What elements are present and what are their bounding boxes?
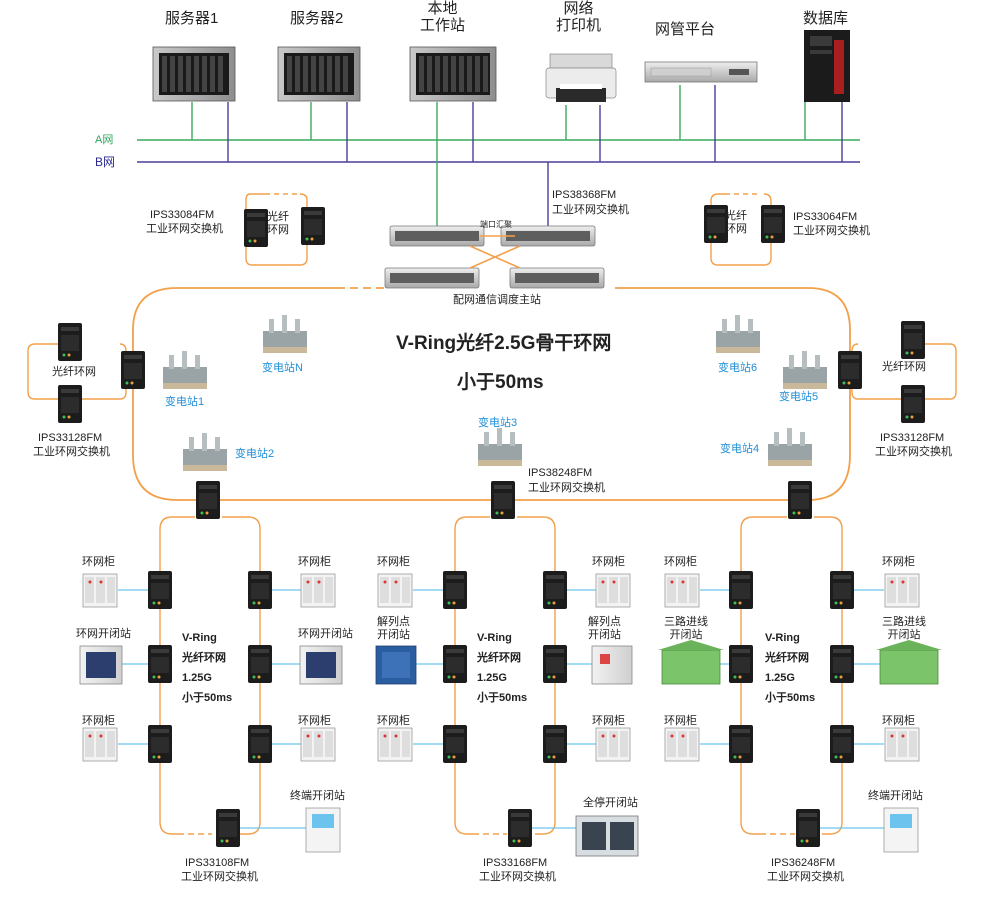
fiber-ring-right-model: IPS33128FM [880, 432, 945, 444]
sr1-ring-line-3: 1.25G [182, 672, 212, 684]
fiber-ring-left-model: IPS33128FM [38, 432, 103, 444]
sr2-ring-line-1: V-Ring [477, 632, 512, 644]
nms-label: 网管平台 [655, 21, 716, 38]
sr1-model: IPS33108FM [185, 857, 250, 869]
sr2-left-1: 环网柜 [377, 556, 410, 568]
fiber-ring-right [838, 321, 957, 423]
sr1-right-3: 环网柜 [298, 715, 331, 727]
sr2-desc: 工业环网交换机 [479, 871, 556, 883]
backbone-subtitle: 小于50ms [457, 372, 544, 393]
sr1-ring-line-1: V-Ring [182, 632, 217, 644]
workstation-label: 本地 工作站 [420, 0, 466, 34]
ring-switch-model: IPS38248FM [528, 467, 593, 479]
sr3-left-1: 环网柜 [664, 556, 697, 568]
sr3-left-2: 三路进线 开闭站 [664, 616, 708, 641]
subring-2 [375, 516, 639, 857]
workstation-icon [409, 46, 497, 102]
core-switch-desc: 工业环网交换机 [552, 204, 629, 216]
sr3-ring-line-3: 1.25G [765, 672, 795, 684]
fiber-ring-right-label: 光纤环网 [882, 361, 926, 373]
port-aggregation-label: 端口汇聚 [480, 220, 512, 229]
sr1-left-2: 环网开闭站 [76, 628, 131, 640]
backbone-title: V-Ring光纤2.5G骨干环网 [396, 333, 612, 354]
sr1-ring-line-4: 小于50ms [182, 692, 233, 704]
sr3-ring-line-4: 小于50ms [765, 692, 816, 704]
fiber-ring-tl-desc: 工业环网交换机 [146, 223, 223, 235]
server-2-label: 服务器2 [290, 10, 344, 27]
sr3-desc: 工业环网交换机 [767, 871, 844, 883]
sr3-right-2: 三路进线 开闭站 [882, 616, 926, 641]
sr3-ring-line-2: 光纤环网 [765, 652, 809, 664]
rack-server-icon [644, 61, 758, 83]
substation-4-label: 变电站4 [720, 443, 760, 455]
subring-1 [79, 516, 343, 853]
fiber-ring-tl [244, 193, 325, 266]
sr2-ring-line-4: 小于50ms [477, 692, 528, 704]
b-network-label: B网 [95, 155, 116, 169]
subring-3 [658, 516, 942, 853]
fiber-ring-left [27, 323, 145, 423]
sr3-left-3: 环网柜 [664, 715, 697, 727]
sr3-right-1: 环网柜 [882, 556, 915, 568]
printer-icon [545, 53, 617, 102]
sr1-ring-text: V-Ring 光纤环网 1.25G 小于50ms [182, 628, 232, 708]
sr1-right-1: 环网柜 [298, 556, 331, 568]
database-label: 数据库 [803, 10, 849, 27]
sr1-desc: 工业环网交换机 [181, 871, 258, 883]
core-switch-model: IPS38368FM [552, 189, 617, 201]
server-1-icon [152, 46, 236, 102]
substation-3-label: 变电站3 [478, 417, 518, 429]
dispatch-station-label: 配网通信调度主站 [453, 294, 541, 306]
tower-server-icon [804, 30, 850, 102]
substation-5-label: 变电站5 [779, 391, 819, 403]
substation-6-label: 变电站6 [718, 362, 758, 374]
sr2-left-2: 解列点 开闭站 [377, 616, 410, 641]
ring-switch-desc: 工业环网交换机 [528, 482, 605, 494]
sr2-right-3: 环网柜 [592, 715, 625, 727]
sr2-ring-line-2: 光纤环网 [477, 652, 521, 664]
sr2-right-1: 环网柜 [592, 556, 625, 568]
fiber-ring-tr-model: IPS33064FM [793, 211, 858, 223]
sr2-model: IPS33168FM [483, 857, 548, 869]
fiber-ring-tl-label: 光纤 环网 [267, 211, 289, 236]
sr1-right-2: 环网开闭站 [298, 628, 353, 640]
sr3-ring-line-1: V-Ring [765, 632, 800, 644]
sr3-model: IPS36248FM [771, 857, 836, 869]
sr2-right-2: 解列点 开闭站 [588, 616, 621, 641]
printer-label: 网络 打印机 [556, 0, 602, 34]
fiber-ring-left-label: 光纤环网 [52, 366, 96, 378]
sr1-bottom-site: 终端开闭站 [290, 790, 345, 802]
sr1-left-1: 环网柜 [82, 556, 115, 568]
fiber-ring-tr-desc: 工业环网交换机 [793, 225, 870, 237]
sr2-bottom-site: 全停开闭站 [583, 797, 638, 809]
fiber-ring-tr [704, 193, 785, 266]
sr2-left-3: 环网柜 [377, 715, 410, 727]
core-switch-group [384, 225, 605, 289]
fiber-ring-left-desc: 工业环网交换机 [33, 446, 110, 458]
sr2-ring-text: V-Ring 光纤环网 1.25G 小于50ms [477, 628, 527, 708]
fiber-ring-tr-label: 光纤 环网 [725, 210, 747, 235]
sr2-ring-line-3: 1.25G [477, 672, 507, 684]
server-1-label: 服务器1 [165, 10, 219, 27]
sr3-ring-text: V-Ring 光纤环网 1.25G 小于50ms [765, 628, 815, 708]
sr1-ring-line-2: 光纤环网 [182, 652, 226, 664]
device-drops [191, 85, 843, 228]
substation-2-label: 变电站2 [235, 448, 275, 460]
backbone-ring [132, 287, 851, 501]
substation-1-label: 变电站1 [165, 396, 205, 408]
substation-n-label: 变电站N [262, 362, 303, 374]
sr3-bottom-site: 终端开闭站 [868, 790, 923, 802]
sr1-left-3: 环网柜 [82, 715, 115, 727]
fiber-ring-tl-model: IPS33084FM [150, 209, 215, 221]
sr3-right-3: 环网柜 [882, 715, 915, 727]
server-2-icon [277, 46, 361, 102]
a-network-label: A网 [95, 134, 114, 146]
fiber-ring-right-desc: 工业环网交换机 [875, 446, 952, 458]
